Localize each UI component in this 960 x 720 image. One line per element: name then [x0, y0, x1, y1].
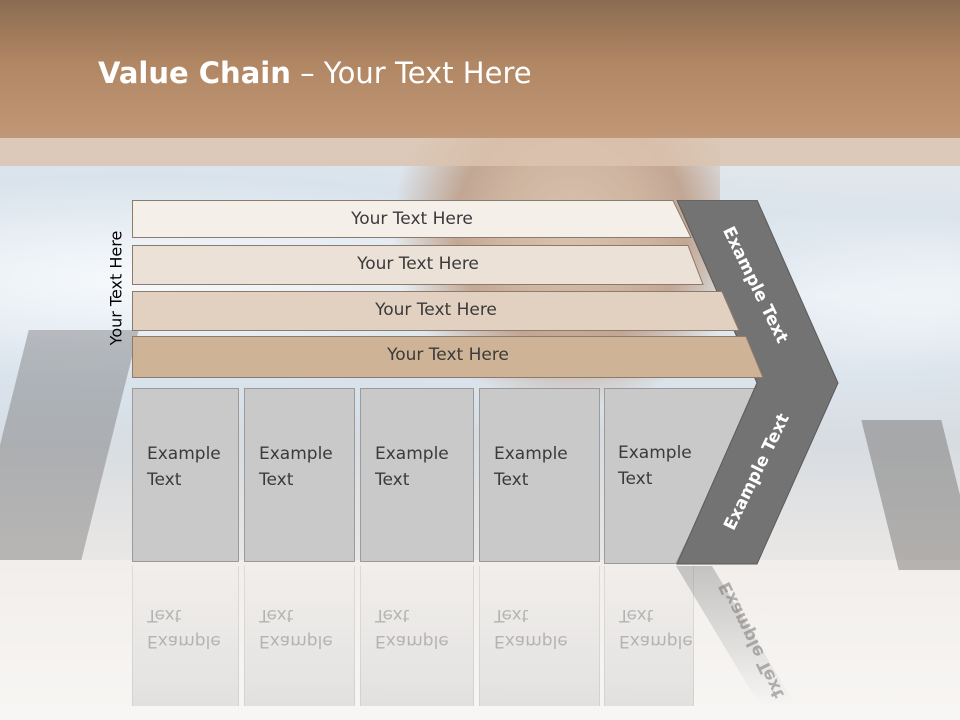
row-1[interactable]: Your Text Here — [132, 200, 692, 238]
reflection-1-line1: Example — [147, 631, 221, 651]
example-box-3-line1: Example — [375, 444, 449, 464]
background-desk — [0, 560, 960, 720]
box-reflection-3: Example Text — [360, 566, 474, 706]
example-box-2-line1: Example — [259, 444, 333, 464]
row-3[interactable]: Your Text Here — [132, 291, 740, 331]
box-reflection-1: Example Text — [132, 566, 239, 706]
reflection-1-line2: Text — [147, 605, 182, 625]
row-2-shape — [132, 245, 704, 285]
reflection-4-line2: Text — [494, 605, 529, 625]
row-2-label: Your Text Here — [357, 254, 479, 274]
reflection-2-line2: Text — [259, 605, 294, 625]
example-box-4-line1: Example — [494, 444, 568, 464]
reflection-4-line1: Example — [494, 631, 568, 651]
row-4[interactable]: Your Text Here — [132, 336, 764, 378]
reflection-5-line2: Text — [619, 605, 654, 625]
row-3-label: Your Text Here — [375, 300, 497, 320]
title-rest: – Your Text Here — [290, 56, 532, 90]
reflection-3-line1: Example — [375, 631, 449, 651]
row-1-label: Your Text Here — [351, 209, 473, 229]
example-box-5-shape — [604, 388, 762, 564]
row-1-shape — [132, 200, 692, 238]
row-2[interactable]: Your Text Here — [132, 245, 704, 285]
example-box-1-line1: Example — [147, 444, 221, 464]
example-box-5-line2: Text — [618, 469, 653, 489]
example-box-3[interactable]: Example Text — [360, 388, 474, 562]
title-bar — [0, 0, 960, 138]
row-3-shape — [132, 291, 740, 331]
row-4-label: Your Text Here — [387, 345, 509, 365]
row-4-shape — [132, 336, 764, 378]
example-box-1[interactable]: Example Text — [132, 388, 239, 562]
example-box-5[interactable]: Example Text — [604, 388, 762, 564]
reflection-5-line1: Example — [619, 631, 693, 651]
example-box-4[interactable]: Example Text — [479, 388, 600, 562]
title-bold: Value Chain — [98, 56, 291, 90]
example-box-2[interactable]: Example Text — [244, 388, 355, 562]
example-box-3-line2: Text — [375, 470, 410, 490]
box-reflection-2: Example Text — [244, 566, 355, 706]
reflection-2-line1: Example — [259, 631, 333, 651]
example-box-2-line2: Text — [259, 470, 294, 490]
title-band — [0, 138, 960, 166]
reflection-3-line2: Text — [375, 605, 410, 625]
box-reflection-5: Example Text — [604, 566, 694, 706]
side-label[interactable]: Your Text Here — [106, 230, 126, 346]
example-box-5-line1: Example — [618, 443, 692, 463]
slide-title[interactable]: Value Chain – Your Text Here — [98, 56, 532, 90]
box-reflection-4: Example Text — [479, 566, 600, 706]
example-box-1-line2: Text — [147, 470, 182, 490]
example-box-4-line2: Text — [494, 470, 529, 490]
